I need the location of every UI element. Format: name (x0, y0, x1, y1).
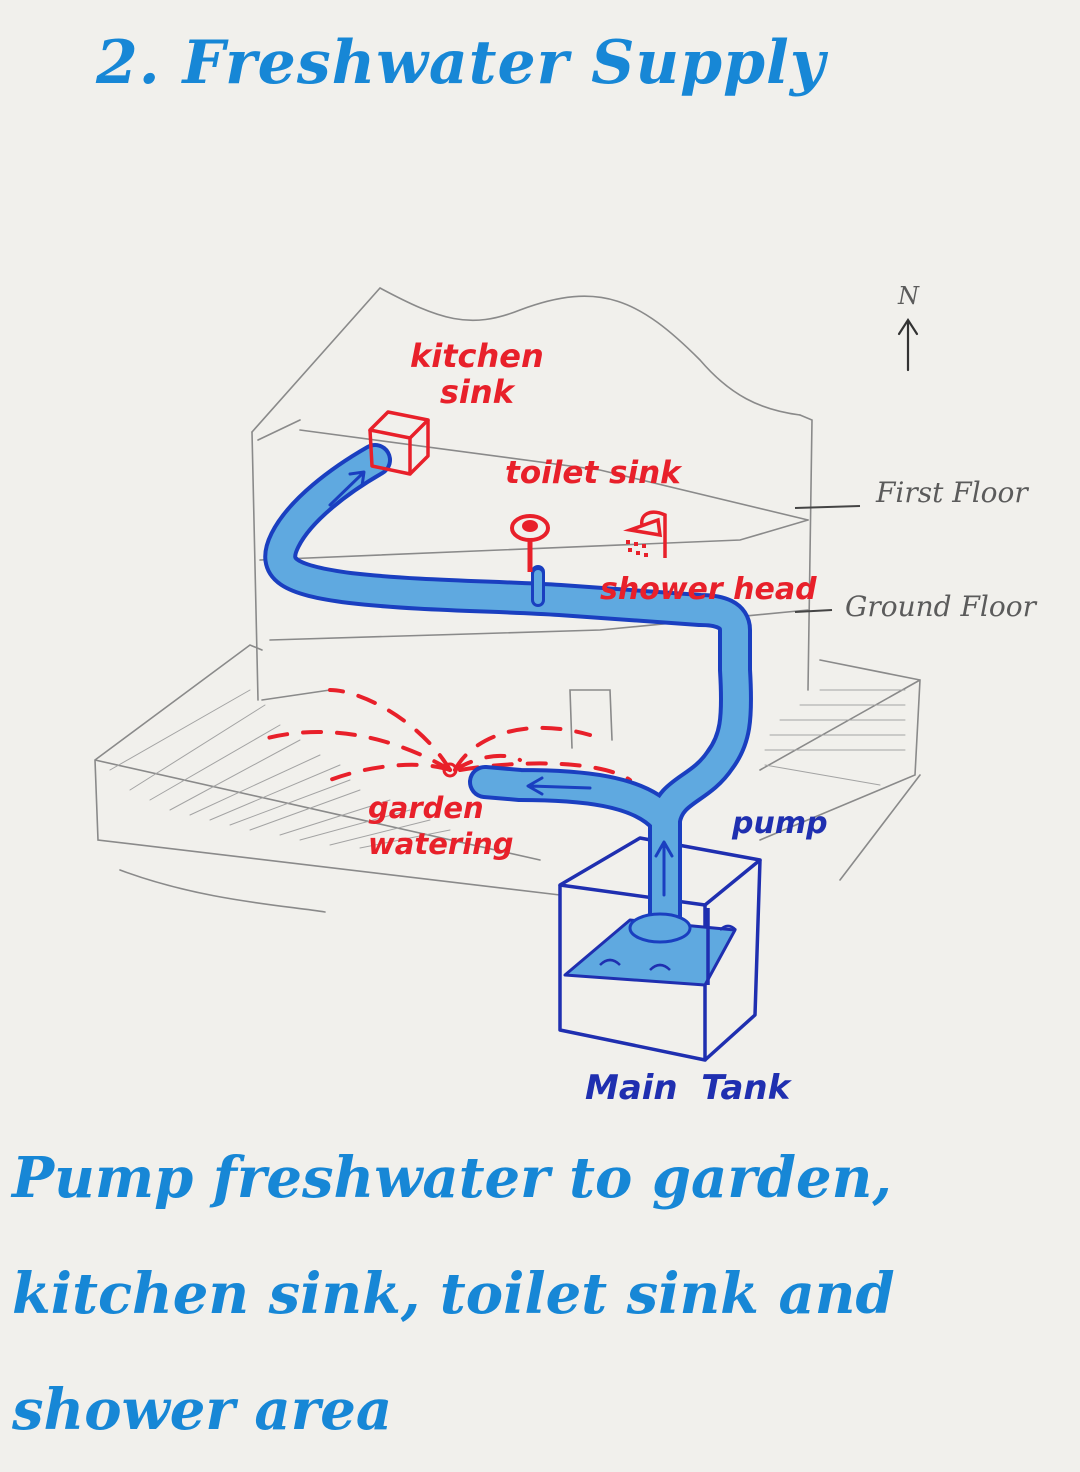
ground-floor-leader (794, 609, 833, 613)
north-arrow-icon (897, 317, 919, 372)
house-left-side (257, 419, 331, 701)
shower-head-label: shower head (600, 572, 817, 607)
kitchen-sink-label: kitchen sink (410, 337, 544, 411)
north-label: N (898, 282, 919, 310)
page-title: 2. Freshwater Supply (96, 28, 826, 98)
garden-watering-label: garden watering (368, 791, 514, 861)
house-left-wall (251, 431, 259, 701)
base-front (119, 774, 921, 913)
garden-spray-icon (258, 688, 632, 782)
flow-arrow-up-icon (654, 840, 674, 897)
house-back-wall (251, 286, 801, 433)
flow-arrow-kitchen-icon (328, 470, 366, 507)
shower-head-icon (623, 510, 667, 558)
main-tank-icon (558, 836, 762, 1062)
toilet-sink-icon (510, 514, 550, 572)
garden-nozzle (442, 762, 458, 778)
pipe-network (263, 443, 754, 944)
first-floor-label: First Floor (876, 476, 1028, 509)
pump-label: pump (732, 806, 828, 841)
first-floor-slab (259, 519, 809, 561)
caption-text: Pump freshwater to garden, kitchen sink,… (12, 1145, 895, 1443)
first-floor-leader (794, 505, 861, 509)
door-outline (569, 689, 613, 749)
flow-arrow-left-icon (526, 776, 592, 796)
base-platform (94, 644, 921, 896)
hatching (109, 689, 906, 849)
toilet-sink-label: toilet sink (505, 455, 681, 491)
house-right-wall (799, 414, 813, 691)
house-sketch (94, 286, 921, 913)
main-tank-label: Main Tank (585, 1068, 791, 1108)
pump-base (628, 912, 692, 944)
first-floor-line (299, 429, 809, 521)
ground-floor-label: Ground Floor (845, 590, 1036, 623)
kitchen-sink-icon (368, 410, 430, 476)
